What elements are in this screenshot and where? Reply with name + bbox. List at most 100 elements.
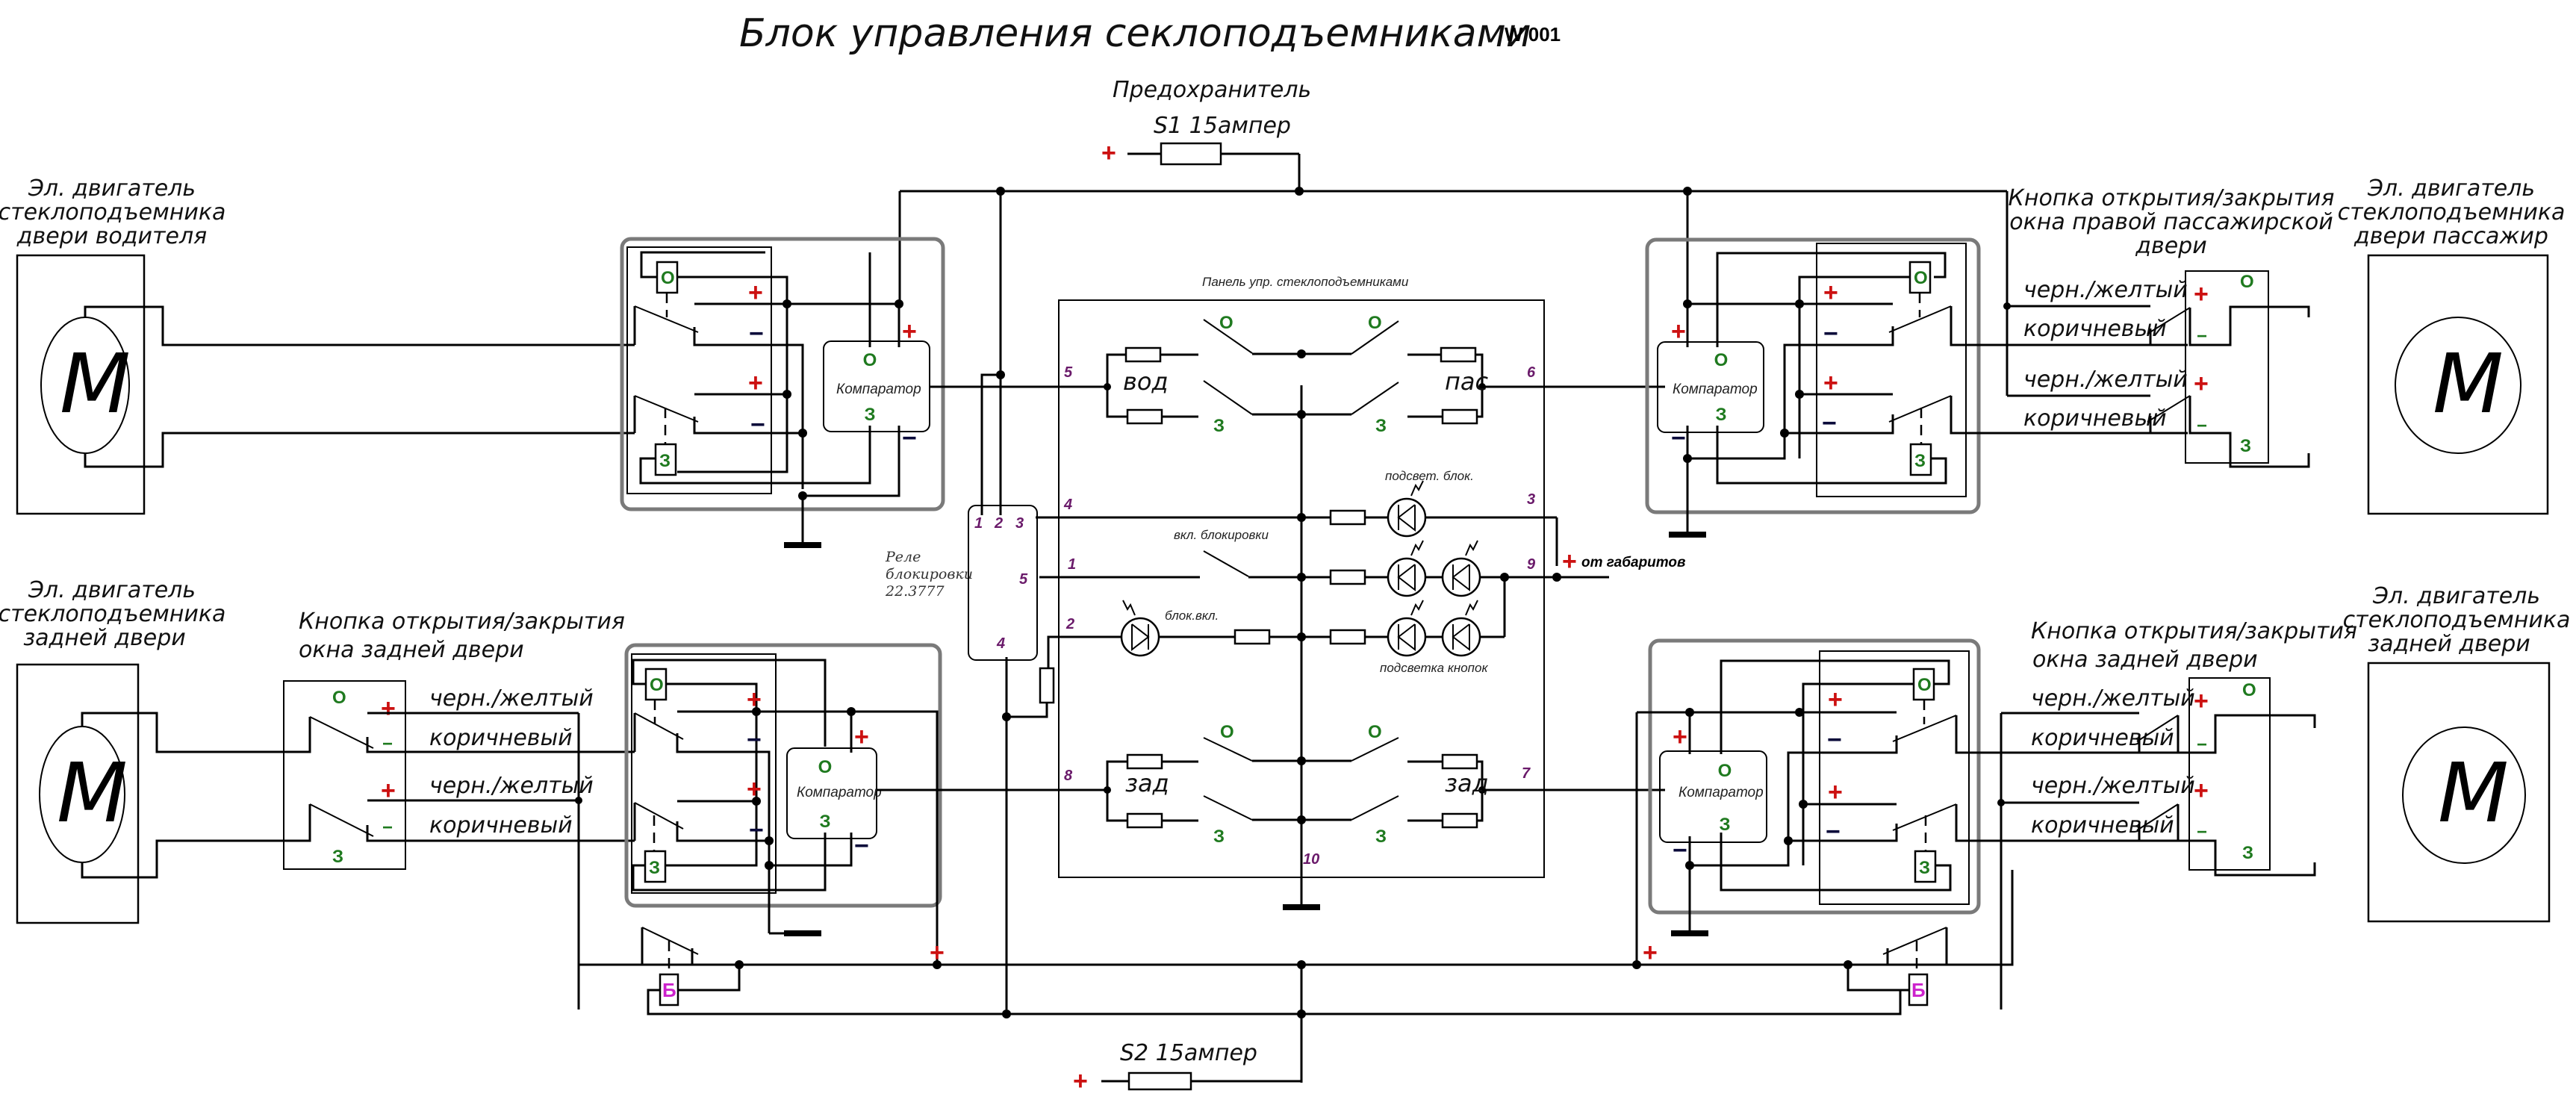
button-close-label: З (332, 847, 343, 867)
resistor-icon (1124, 346, 1162, 363)
motor-rear-right-label-line2: стеклоподъемника (2343, 607, 2571, 633)
led-button-backlight-icon (1387, 600, 1427, 657)
relay-pin-3: 3 (1015, 515, 1024, 532)
wire (2188, 305, 2310, 346)
junction-dot (1297, 815, 1306, 824)
lock-switch-contact (641, 927, 699, 955)
relay-coil-frame (631, 653, 777, 894)
switch-driver-label: вод (1123, 367, 1169, 396)
button-contact (2136, 715, 2179, 742)
plus-sign: + (854, 723, 869, 751)
comparator-open-label: O (1718, 761, 1732, 781)
switch-contact-close (1203, 795, 1253, 821)
comparator-label: Компаратор (836, 382, 921, 397)
wire (639, 426, 871, 485)
resistor-icon (1329, 629, 1366, 645)
switch-open-label: O (1368, 722, 1382, 742)
wire (1720, 659, 1950, 754)
panel-pin-10: 10 (1303, 851, 1319, 868)
relay-block-rear-left: O + − + − З O Компаратор З + − (624, 643, 1110, 967)
wire (1783, 326, 1894, 433)
panel-pin-6: 6 (1527, 364, 1536, 381)
relay-coil-frame (1819, 650, 1970, 905)
button-rear-left: Кнопка открытия/закрытия окна задней две… (194, 609, 635, 1009)
fuse-s1-icon (1160, 142, 1222, 166)
plus-sign: + (381, 694, 396, 723)
comparator-close-label: З (1719, 815, 1730, 835)
wire (1955, 715, 2188, 754)
button-housing (283, 680, 406, 870)
minus-sign: − (747, 726, 762, 754)
relay-block-frame (1645, 237, 1981, 514)
plus-sign: + (381, 777, 396, 805)
button-open-label: O (2242, 680, 2256, 700)
coil-close-label: З (659, 451, 671, 471)
minus-sign: − (1673, 836, 1687, 865)
lock-on-label: блок.вкл. (1165, 609, 1219, 623)
panel-pin-9: 9 (1527, 556, 1536, 573)
plus-sign: + (1643, 939, 1658, 967)
relay-block-passenger: + O + − + − З O Компаратор З − (1645, 237, 2188, 535)
motor-rear-left-label-line3: задней двери (23, 625, 186, 651)
junction-dot (783, 390, 791, 399)
wire (1950, 396, 2188, 435)
wire (647, 989, 1902, 1015)
motor-driver-label-line2: стеклоподъемника (0, 199, 225, 225)
motor-passenger: Эл. двигатель стеклоподъемника двери пас… (2338, 175, 2565, 515)
relay-label-line1: Реле (885, 549, 921, 565)
button-rear-right: Кнопка открытия/закрытия окна задней две… (1997, 618, 2357, 1009)
motor-icon (2395, 317, 2521, 454)
plus-sign: + (2194, 280, 2209, 308)
comparator-rear-right (1659, 750, 1767, 843)
junction-dot (752, 797, 761, 806)
switch-close-label: З (1375, 827, 1387, 847)
coil-open-label: O (1917, 675, 1932, 695)
resistor-icon (1329, 569, 1366, 585)
wire (81, 839, 194, 879)
minus-sign: − (1827, 726, 1842, 754)
motor-driver-label-line1: Эл. двигатель (28, 175, 196, 202)
lock-actuator-label: Б (662, 979, 676, 1001)
wire (194, 717, 311, 753)
coil-open-label: O (661, 268, 675, 288)
wire (1945, 870, 2014, 966)
minus-sign: − (382, 734, 393, 754)
junction-dot (1295, 187, 1304, 196)
motor-passenger-label-line1: Эл. двигатель (2367, 175, 2535, 202)
button-contact (2136, 803, 2179, 831)
panel-pin-2: 2 (1065, 616, 1074, 632)
switch-rear-left-label: зад (1125, 769, 1169, 797)
resistor-icon (1126, 408, 1163, 425)
wire (84, 305, 635, 346)
minus-sign: − (749, 320, 764, 348)
junction-dot (1297, 349, 1306, 358)
wire (1716, 252, 1947, 347)
lock-actuator-label: Б (1911, 979, 1926, 1001)
comparator-close-label: З (1715, 405, 1726, 425)
switch-contact-open (1203, 737, 1253, 762)
junction-dot (1297, 573, 1306, 582)
control-panel: Панель упр. стеклоподъемниками 5 вод O З… (1036, 275, 1686, 907)
relay-coil-frame (1816, 243, 1967, 497)
wire (1047, 635, 1314, 672)
switch-rear-right-label: зад (1445, 769, 1489, 797)
wire (2188, 396, 2310, 468)
wire (1785, 414, 1894, 435)
minus-sign: − (749, 816, 764, 844)
wire-color-label: коричневый (2031, 812, 2174, 839)
wire-color-label: черн./желтый (429, 685, 594, 712)
lock-enable-switch-icon (1203, 550, 1249, 577)
relay-block-rear-right: + O + − + − З O Компаратор З − + (1635, 638, 2188, 967)
button-close-label: З (2240, 436, 2251, 456)
switch-contact (634, 305, 699, 333)
wire (194, 804, 311, 842)
motor-rear-right-label-line3: задней двери (2368, 631, 2530, 657)
coil-close (654, 443, 677, 476)
panel-title: Панель упр. стеклоподъемниками (1202, 275, 1409, 289)
coil-open-label: O (650, 675, 664, 695)
button-contact (2147, 307, 2191, 335)
wire (2177, 804, 2316, 877)
junction-dot (1297, 756, 1306, 765)
plus-sign: + (1828, 685, 1843, 714)
minus-sign: − (750, 411, 765, 439)
